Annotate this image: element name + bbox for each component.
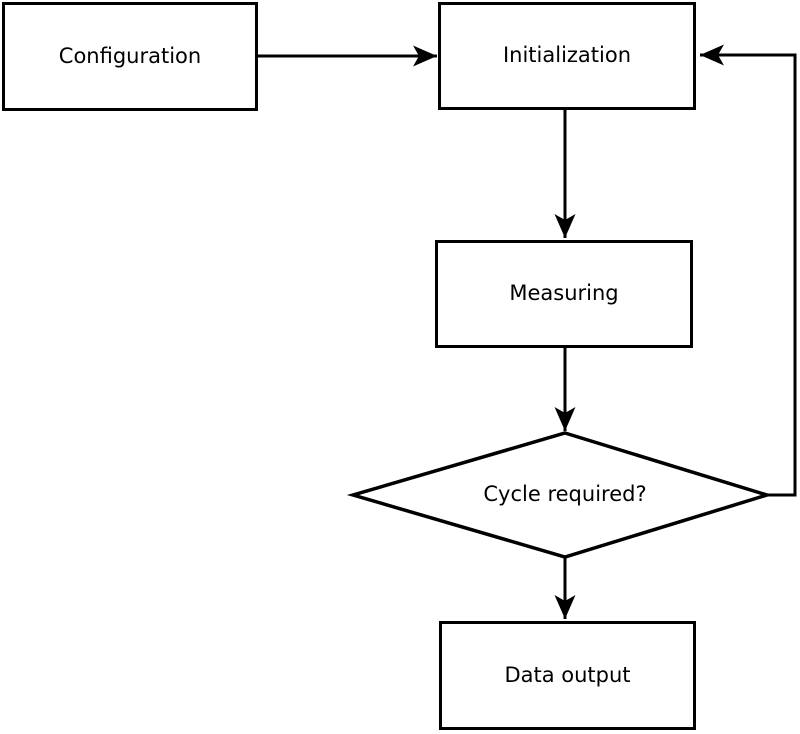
node-measuring: Measuring [435,240,693,348]
node-configuration: Configuration [2,2,258,111]
node-configuration-label: Configuration [58,43,202,68]
node-measuring-label: Measuring [509,281,619,306]
node-initialization: Initialization [438,2,696,110]
node-data-output-label: Data output [504,662,631,687]
node-initialization-label: Initialization [502,43,632,68]
edge-decision-loop-to-initialization [700,44,797,497]
node-decision-diamond-shape [346,431,773,559]
node-data-output: Data output [439,621,696,730]
